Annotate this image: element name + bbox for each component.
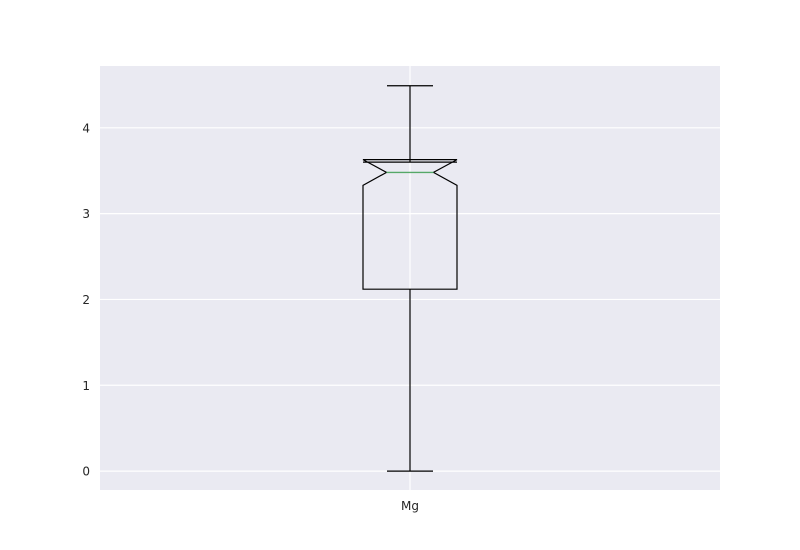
y-tick-label: 4: [82, 121, 90, 135]
y-tick-label: 3: [82, 207, 90, 221]
x-axis-tick-labels: Mg: [401, 499, 419, 513]
y-tick-label: 1: [82, 379, 90, 393]
y-tick-label: 2: [82, 293, 90, 307]
x-tick-label: Mg: [401, 499, 419, 513]
box-series: [362, 85, 458, 472]
notched-box: [362, 159, 458, 290]
y-tick-label: 0: [82, 465, 90, 479]
y-axis-tick-labels: 0 1 2 3 4: [82, 121, 90, 478]
